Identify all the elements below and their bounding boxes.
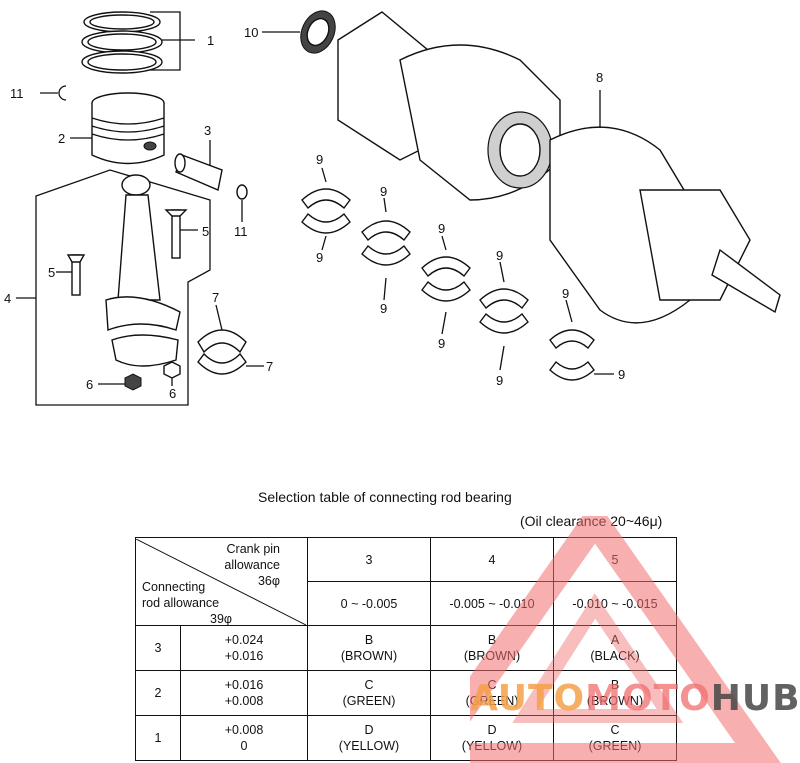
- oil-clearance-note: (Oil clearance 20~46μ): [520, 513, 663, 529]
- callout-11-left: 11: [10, 86, 24, 101]
- callout-5-right: 5: [202, 224, 209, 239]
- circlip-right: [236, 184, 248, 222]
- crank-code-3: 3: [307, 537, 431, 582]
- piston-pin: [174, 140, 223, 191]
- callout-6-right: 6: [169, 386, 176, 401]
- callout-9: 9: [438, 221, 445, 236]
- rod-allowance: +0.024 +0.016: [180, 625, 308, 671]
- exploded-parts-diagram: 1 11 2 3 11 5 5 4 7 7 6 6 10 8 9 9 9 9 9…: [4, 10, 781, 406]
- rod-bearing-shells: [197, 304, 264, 375]
- rod-code: 1: [135, 715, 181, 761]
- header-corner-cell: Crank pin allowance 36φ Connecting rod a…: [135, 537, 308, 626]
- callout-9: 9: [496, 373, 503, 388]
- callout-9: 9: [380, 301, 387, 316]
- callout-10: 10: [244, 25, 258, 40]
- callout-9: 9: [380, 184, 387, 199]
- crank-code-4: 4: [430, 537, 554, 582]
- callout-2: 2: [58, 131, 65, 146]
- rod-allowance-header: Connecting rod allowance 39φ: [142, 579, 233, 626]
- crank-pin-header: Crank pin allowance 36φ: [224, 541, 280, 588]
- header-row-codes: Crank pin allowance 36φ Connecting rod a…: [135, 537, 677, 626]
- rod-code: 3: [135, 625, 181, 671]
- crankshaft: [337, 11, 781, 324]
- bearing-cell: C(GREEN): [307, 670, 431, 716]
- bearing-cell: A(BLACK): [553, 625, 677, 671]
- rod-code: 2: [135, 670, 181, 716]
- bearing-cell: B(BROWN): [307, 625, 431, 671]
- callout-5-left: 5: [48, 265, 55, 280]
- bearing-cell: B(BROWN): [430, 625, 554, 671]
- table-title: Selection table of connecting rod bearin…: [258, 489, 512, 505]
- callout-9: 9: [496, 248, 503, 263]
- callout-6-left: 6: [86, 377, 93, 392]
- callout-11-right: 11: [234, 224, 248, 239]
- table-row: 3 +0.024 +0.016 B(BROWN) B(BROWN) A(BLAC…: [135, 625, 677, 671]
- callout-9: 9: [316, 152, 323, 167]
- circlip-left: [40, 85, 67, 101]
- callout-9: 9: [618, 367, 625, 382]
- bearing-cell: D(YELLOW): [307, 715, 431, 761]
- crank-range-3: 0 ~ -0.005: [307, 581, 431, 626]
- bearing-cell: D(YELLOW): [430, 715, 554, 761]
- callout-1: 1: [207, 33, 214, 48]
- table-row: 1 +0.008 0 D(YELLOW) D(YELLOW) C(GREEN): [135, 715, 677, 761]
- crank-code-5: 5: [553, 537, 677, 582]
- rod-allowance: +0.016 +0.008: [180, 670, 308, 716]
- oil-seal: [262, 10, 336, 54]
- main-bearing-shells: [301, 167, 614, 381]
- watermark-text: AUTOMOTOHUB: [470, 678, 800, 719]
- piston-rings: [81, 11, 195, 74]
- callout-7-top: 7: [212, 290, 219, 305]
- callout-7-right: 7: [266, 359, 273, 374]
- crank-range-5: -0.010 ~ -0.015: [553, 581, 677, 626]
- callout-8: 8: [596, 70, 603, 85]
- callout-9: 9: [562, 286, 569, 301]
- callout-3: 3: [204, 123, 211, 138]
- callout-9: 9: [316, 250, 323, 265]
- bearing-cell: C(GREEN): [553, 715, 677, 761]
- crank-range-4: -0.005 ~ -0.010: [430, 581, 554, 626]
- piston: [70, 92, 165, 165]
- callout-4: 4: [4, 291, 11, 306]
- bearing-selection-table: Crank pin allowance 36φ Connecting rod a…: [135, 537, 677, 761]
- rod-allowance: +0.008 0: [180, 715, 308, 761]
- connecting-rod-assembly: [16, 169, 211, 406]
- callout-9: 9: [438, 336, 445, 351]
